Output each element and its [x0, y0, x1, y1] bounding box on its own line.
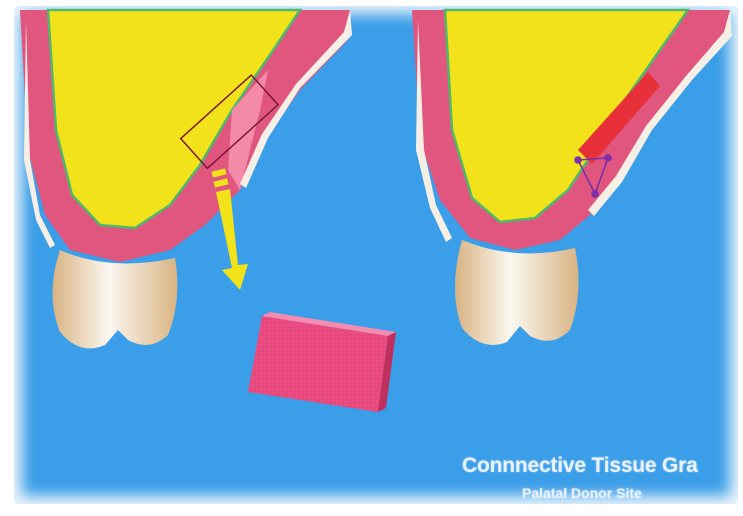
right-palate-diagram: [412, 10, 732, 250]
connective-tissue-graft: [248, 312, 396, 412]
caption-title: Connnective Tissue Gra: [462, 454, 698, 478]
caption-subtitle: Palatal Donor Site: [522, 485, 642, 501]
left-tooth: [53, 250, 178, 348]
right-tooth: [455, 240, 579, 345]
left-palate-diagram: [20, 10, 352, 262]
